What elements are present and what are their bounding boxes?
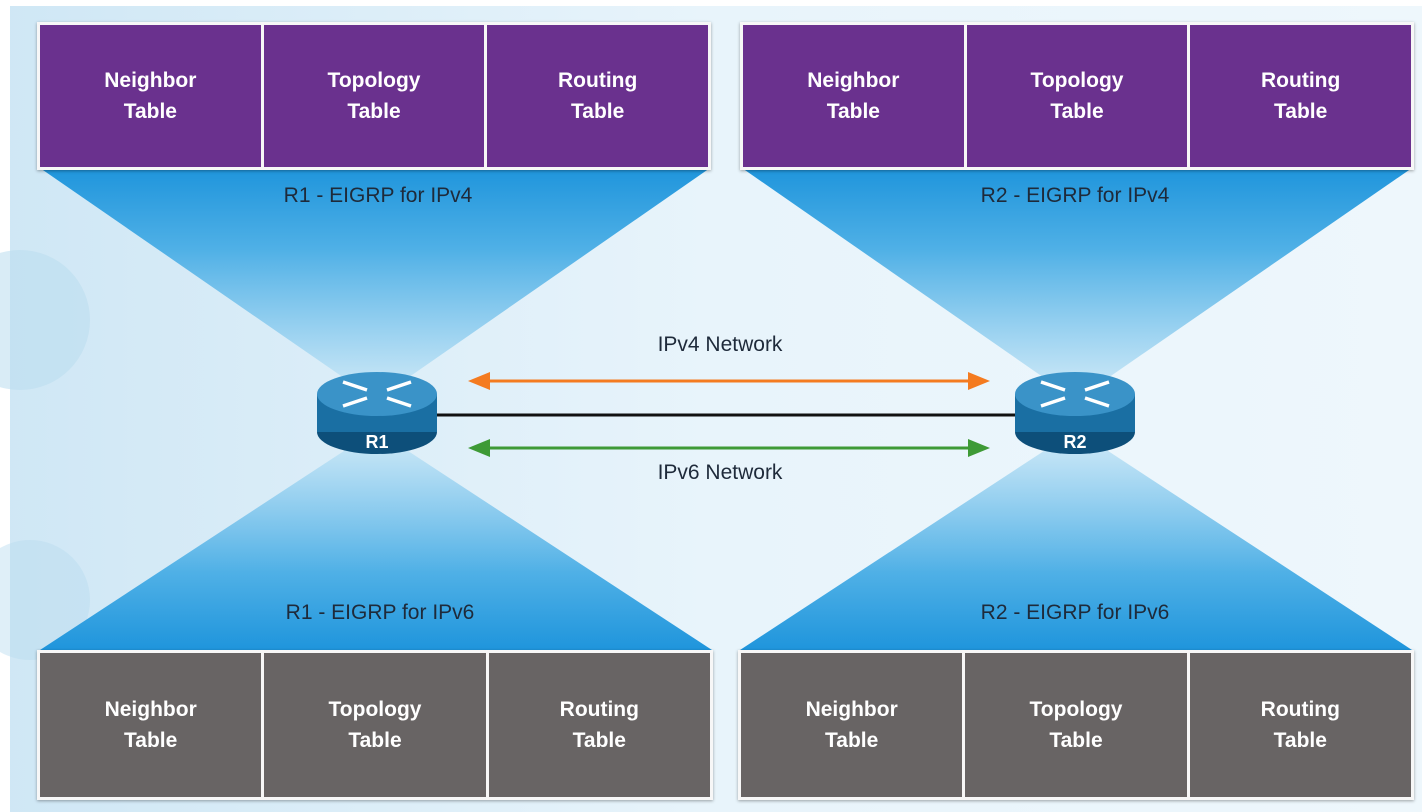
- r2-ipv4-funnel: [742, 168, 1412, 400]
- router-icon: R2: [1015, 372, 1135, 454]
- r2-router-label: R2: [1063, 432, 1086, 452]
- r2-ipv4-topology-table: Topology Table: [966, 25, 1188, 167]
- router-r1[interactable]: R1: [315, 368, 439, 458]
- r2-ipv4-routing-table: Routing Table: [1190, 25, 1412, 167]
- ipv6-network-label: IPv6 Network: [657, 461, 783, 484]
- r1-ipv6-topology-table: Topology Table: [264, 653, 486, 797]
- r1-ipv4-funnel: [40, 168, 710, 400]
- ipv4-arrow: [468, 372, 990, 390]
- r2-ipv6-neighbor-table: Neighbor Table: [741, 653, 963, 797]
- r2-ipv6-tables: Neighbor Table Topology Table Routing Ta…: [738, 650, 1414, 800]
- ipv4-network-label: IPv4 Network: [657, 333, 783, 356]
- r1-ipv6-routing-table: Routing Table: [488, 653, 710, 797]
- r2-ipv6-funnel: [740, 430, 1412, 650]
- r1-ipv6-neighbor-table: Neighbor Table: [40, 653, 262, 797]
- r1-ipv4-neighbor-table: Neighbor Table: [40, 25, 261, 167]
- r2-ipv4-neighbor-table: Neighbor Table: [743, 25, 964, 167]
- r2-ipv6-routing-table: Routing Table: [1189, 653, 1411, 797]
- r2-ipv4-tables: Neighbor Table Topology Table Routing Ta…: [740, 22, 1414, 170]
- router-icon: R1: [317, 372, 437, 454]
- r2-ipv6-label: R2 - EIGRP for IPv6: [980, 601, 1170, 624]
- r1-ipv4-topology-table: Topology Table: [263, 25, 485, 167]
- r1-ipv6-tables: Neighbor Table Topology Table Routing Ta…: [37, 650, 713, 800]
- ipv6-arrow: [468, 439, 990, 457]
- r1-ipv6-label: R1 - EIGRP for IPv6: [285, 601, 475, 624]
- r2-ipv6-topology-table: Topology Table: [965, 653, 1187, 797]
- r1-ipv6-funnel: [40, 430, 712, 650]
- r2-ipv4-label: R2 - EIGRP for IPv4: [980, 184, 1170, 207]
- r1-router-label: R1: [365, 432, 388, 452]
- r1-ipv4-routing-table: Routing Table: [487, 25, 709, 167]
- r1-ipv4-tables: Neighbor Table Topology Table Routing Ta…: [37, 22, 711, 170]
- router-r2[interactable]: R2: [1013, 368, 1137, 458]
- r1-ipv4-label: R1 - EIGRP for IPv4: [283, 184, 473, 207]
